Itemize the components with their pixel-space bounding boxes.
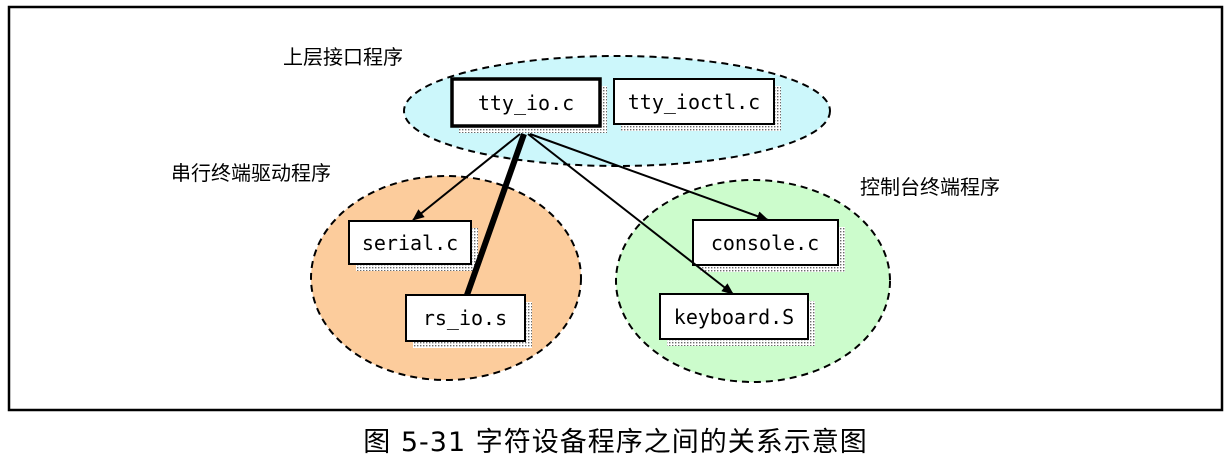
figure-caption: 图 5-31 字符设备程序之间的关系示意图: [363, 427, 868, 458]
file-label-rs-io: rs_io.s: [423, 306, 507, 330]
file-box-tty-ioctl: tty_ioctl.c: [613, 78, 781, 131]
file-box-console: console.c: [692, 219, 845, 272]
file-box-serial: serial.c: [348, 220, 478, 271]
file-box-rs-io: rs_io.s: [405, 294, 532, 348]
arrow-tty-io-to-keyboard: [527, 133, 734, 295]
console-label: 控制台终端程序: [860, 175, 1000, 199]
upper-interface-label: 上层接口程序: [283, 45, 403, 69]
diagram-frame: [7, 5, 1224, 412]
link-tty-io-to-rs-io: [464, 132, 527, 297]
arrow-tty-io-to-serial: [412, 133, 521, 221]
arrow-tty-io-to-console: [529, 133, 769, 221]
console-group: [615, 179, 891, 383]
file-label-console: console.c: [711, 231, 819, 255]
file-label-tty-io: tty_io.c: [478, 91, 574, 115]
serial-driver-group: [310, 175, 582, 381]
file-box-keyboard: keyboard.S: [659, 293, 815, 346]
serial-driver-label: 串行终端驱动程序: [171, 161, 331, 185]
file-label-keyboard: keyboard.S: [674, 305, 794, 329]
file-label-serial: serial.c: [362, 231, 458, 255]
file-box-tty-io: tty_io.c: [450, 77, 607, 133]
file-label-tty-ioctl: tty_ioctl.c: [628, 90, 760, 114]
